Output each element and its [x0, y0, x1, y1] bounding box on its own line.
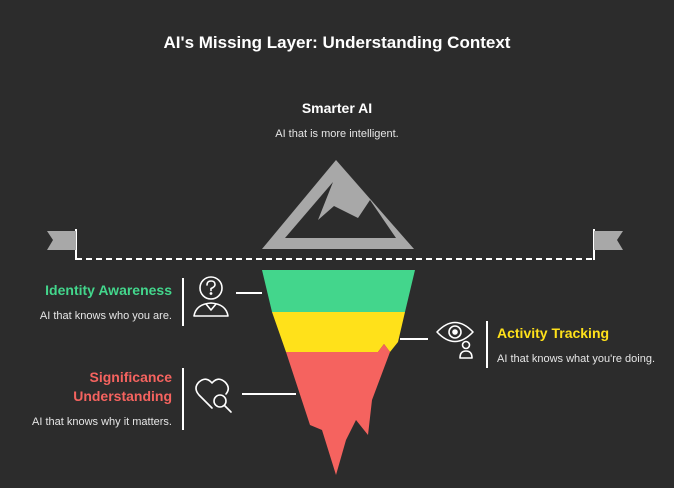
left-flag-icon [47, 229, 77, 260]
smarter-ai-description: AI that is more intelligent. [275, 128, 399, 140]
significance-label-line2: Understanding [73, 388, 172, 404]
significance-label-line1: Significance [89, 369, 172, 385]
activity-tracking-description: AI that knows what you're doing. [497, 353, 656, 365]
significance-description: AI that knows why it matters. [32, 416, 172, 428]
identity-awareness-label: Identity Awareness [45, 282, 172, 298]
smarter-ai-title: Smarter AI [301, 100, 373, 116]
identity-awareness-description: AI that knows who you are. [39, 310, 172, 322]
activity-tracking-label: Activity Tracking [497, 325, 610, 341]
diagram-title: AI's Missing Layer: Understanding Contex… [163, 33, 511, 52]
right-flag-icon [593, 229, 623, 260]
activity-layer-shape [272, 312, 405, 352]
heart-search-icon [195, 378, 232, 413]
eye-person-icon [436, 321, 474, 359]
identity-layer-shape [262, 270, 415, 312]
mountain-icon [262, 160, 414, 249]
significance-layer-shape [286, 344, 390, 475]
person-question-icon [193, 276, 229, 317]
